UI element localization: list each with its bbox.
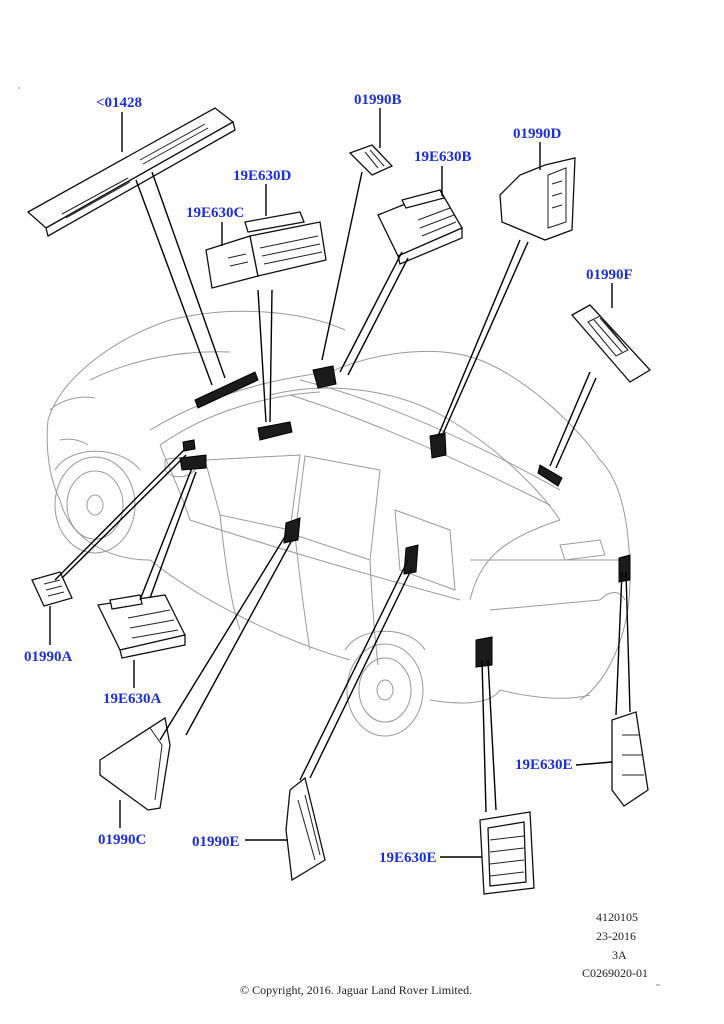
info-line-3: 3A xyxy=(612,948,627,962)
info-line-2: 23-2016 xyxy=(596,929,636,943)
label-01990E[interactable]: 01990E xyxy=(192,834,240,850)
part-01990A-illustration xyxy=(31,571,73,607)
label-01990B[interactable]: 01990B xyxy=(354,92,402,108)
label-19E630E-right[interactable]: 19E630E xyxy=(515,757,573,773)
label-19E630C[interactable]: 19E630C xyxy=(186,205,245,221)
label-01990D[interactable]: 01990D xyxy=(513,126,562,142)
part-01990B-illustration xyxy=(348,144,394,176)
leader-lines xyxy=(49,108,631,858)
part-19E630E-bottom-illustration xyxy=(479,811,535,895)
installed-vents xyxy=(179,365,631,668)
info-line-4: C0269020-01 xyxy=(582,966,648,980)
label-01990A[interactable]: 01990A xyxy=(24,649,73,665)
label-01428[interactable]: <01428 xyxy=(96,95,143,111)
part-01990C-illustration xyxy=(99,716,171,811)
label-19E630A[interactable]: 19E630A xyxy=(103,691,162,707)
copyright-text: © Copyright, 2016. Jaguar Land Rover Lim… xyxy=(240,983,473,997)
label-19E630B[interactable]: 19E630B xyxy=(414,149,472,165)
part-01990D-illustration xyxy=(499,157,576,241)
info-line-1: 4120105 xyxy=(596,910,638,924)
part-19E630A-illustration xyxy=(97,594,186,659)
label-19E630D[interactable]: 19E630D xyxy=(233,168,292,184)
part-19E630CD-illustration xyxy=(205,211,327,289)
label-01990C[interactable]: 01990C xyxy=(98,832,147,848)
part-01990E-illustration xyxy=(285,776,326,882)
part-19E630E-right-illustration xyxy=(611,711,649,807)
label-19E630E-bottom[interactable]: 19E630E xyxy=(379,850,437,866)
vehicle-outline xyxy=(46,310,631,737)
part-01990F-illustration xyxy=(570,304,652,383)
label-01990F[interactable]: 01990F xyxy=(586,267,633,283)
part-01428-illustration xyxy=(26,107,236,237)
part-19E630B-illustration xyxy=(377,189,463,265)
